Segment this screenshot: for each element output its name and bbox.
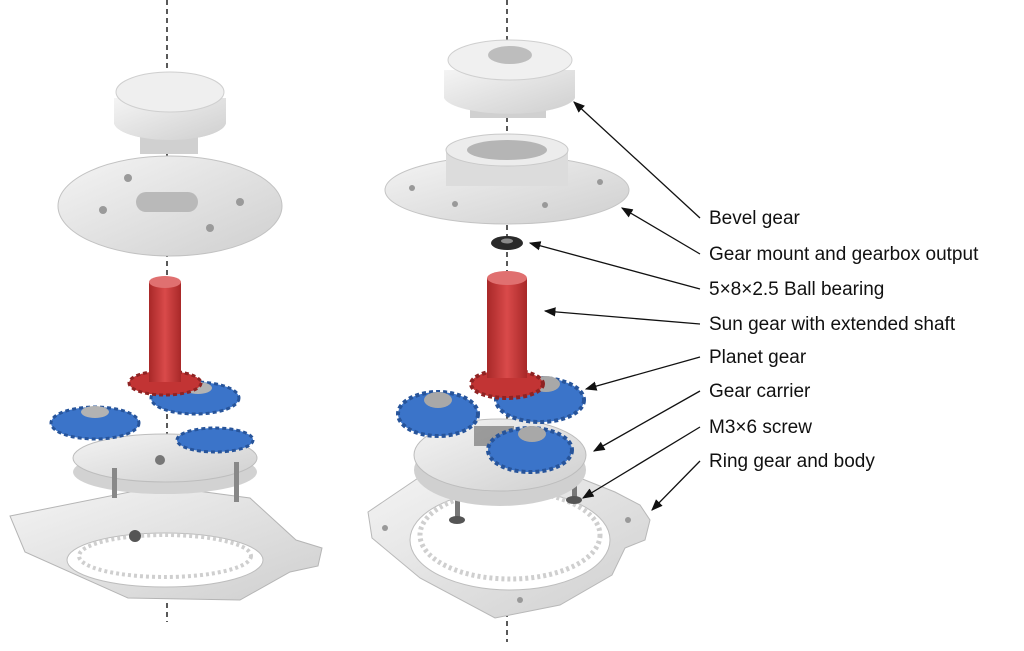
- arrow-gear-mount: [620, 207, 701, 255]
- part-labels: Bevel gear Gear mount and gearbox output…: [709, 208, 979, 472]
- arrow-ball-bearing: [528, 241, 701, 290]
- arrow-ring-gear: [651, 460, 701, 511]
- label-screw: M3×6 screw: [709, 417, 812, 438]
- right-assembly: [367, 0, 651, 642]
- label-gear-carrier: Gear carrier: [709, 381, 811, 402]
- right-ring-gear-body: [367, 469, 651, 619]
- label-ring-gear: Ring gear and body: [709, 451, 875, 472]
- right-gear-mount: [384, 133, 630, 225]
- left-gear-mount: [57, 155, 283, 257]
- left-sun-gear: [127, 276, 203, 397]
- leader-arrows: [528, 101, 701, 511]
- label-gear-mount: Gear mount and gearbox output: [709, 244, 979, 265]
- label-ball-bearing: 5×8×2.5 Ball bearing: [709, 279, 884, 300]
- label-sun-gear: Sun gear with extended shaft: [709, 314, 956, 335]
- left-assembly: [9, 0, 323, 622]
- label-bevel-gear: Bevel gear: [709, 208, 801, 229]
- left-bevel-gear: [114, 71, 226, 154]
- arrow-screw: [581, 426, 701, 499]
- arrow-gear-carrier: [592, 390, 701, 452]
- arrow-planet-gear: [584, 356, 701, 391]
- label-planet-gear: Planet gear: [709, 347, 807, 368]
- right-ball-bearing: [491, 236, 523, 250]
- arrow-sun-gear: [543, 307, 701, 325]
- right-sun-gear: [469, 271, 545, 400]
- right-bevel-gear: [444, 39, 575, 118]
- arrow-bevel-gear: [573, 101, 701, 219]
- left-ring-gear-body: [9, 485, 323, 601]
